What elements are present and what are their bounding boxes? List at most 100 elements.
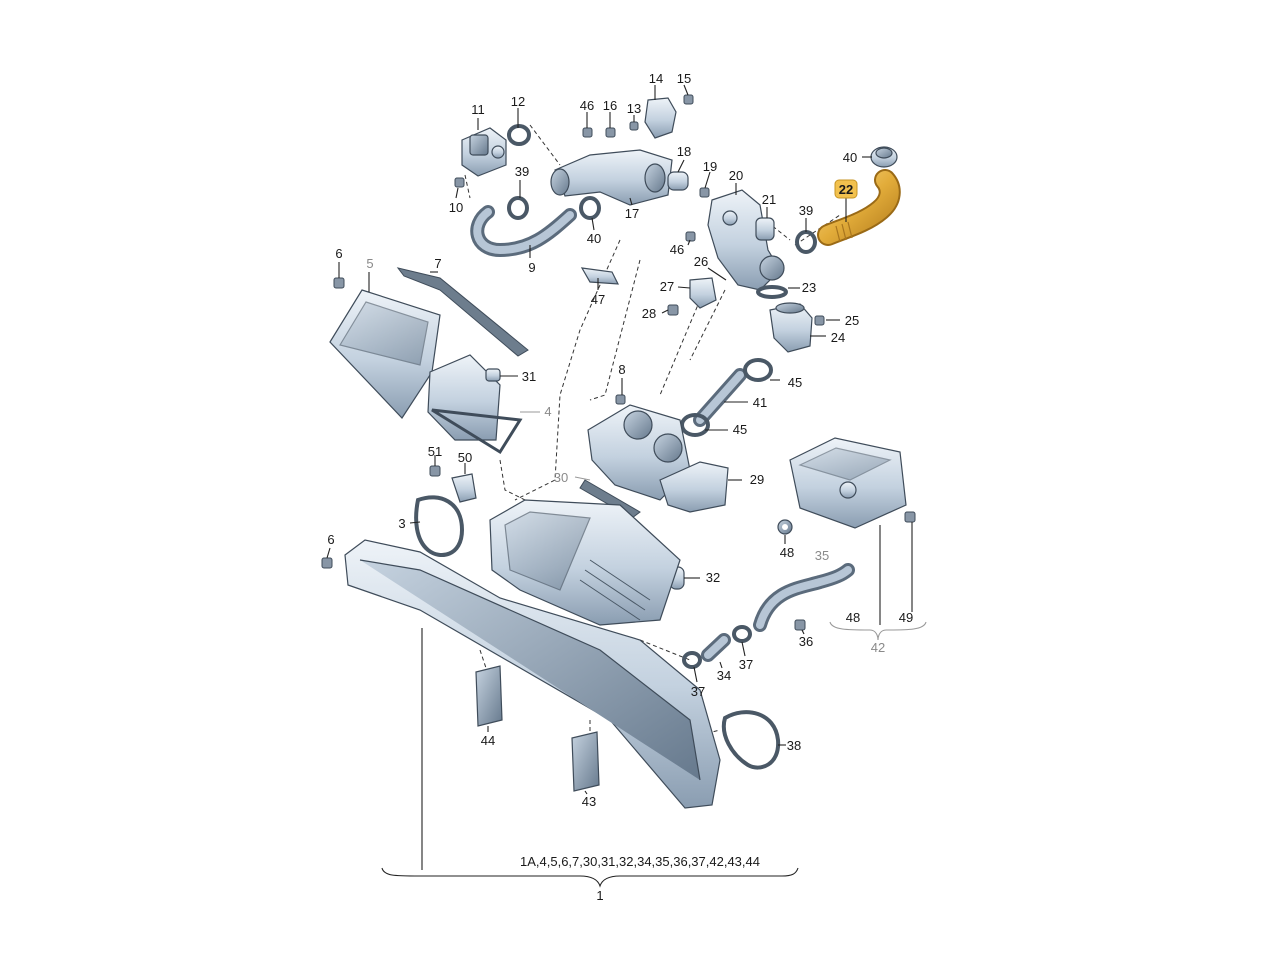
callout-7: 7 [434,256,441,271]
callout-42: 42 [871,640,885,655]
callout-48: 48 [780,545,794,560]
part-41-hose-sleeve [693,368,747,427]
callout-10: 10 [449,200,463,215]
part-40-clamp-left [579,196,601,220]
part-5-filter-cover [329,289,441,419]
callout-37: 37 [739,657,753,672]
callout-44: 44 [481,733,495,748]
part-42-resonator [789,437,907,529]
callout-51: 51 [428,444,442,459]
callout-32: 32 [706,570,720,585]
callout-34: 34 [717,668,731,683]
part-20-housing [707,189,785,291]
callout-6: 6 [327,532,334,547]
part-9-hose [470,205,577,258]
callout-20: 20 [729,168,743,183]
part-47-connector [580,267,620,285]
part-14-sensor [644,97,677,139]
callout-25: 25 [845,313,859,328]
callout-46: 46 [670,242,684,257]
callout-21: 21 [762,192,776,207]
callout-31: 31 [522,369,536,384]
part-23-o-ring [756,285,788,299]
callout-18: 18 [677,144,691,159]
part-18-sleeve [667,171,689,191]
callout-1: 1 [596,888,603,903]
callout-6: 6 [335,246,342,261]
part-48-nut [777,519,793,535]
part-7-gasket [396,267,529,357]
callout-labels: 11 12 46 16 13 14 15 18 19 20 40 22 39 1… [327,71,913,903]
part-29-pipe [659,461,729,513]
part-22-hose-highlighted [817,169,901,246]
part-3-gasket [414,495,465,557]
callout-39: 39 [515,164,529,179]
callout-23: 23 [802,280,816,295]
part-38-gasket [721,710,781,770]
part-34-sleeve [701,633,731,662]
callout-30: 30 [554,470,568,485]
part-44-pad [475,665,503,727]
part-31-plug [485,368,501,382]
callout-3: 3 [398,516,405,531]
callout-5: 5 [366,256,373,271]
callout-40: 40 [587,231,601,246]
callout-39: 39 [799,203,813,218]
part-50-clip [451,473,477,503]
part-24-valve [769,302,813,353]
callout-45: 45 [733,422,747,437]
callout-19: 19 [703,159,717,174]
part-1-air-intake-assembly [344,499,721,809]
callout-9: 9 [528,260,535,275]
callout-36: 36 [799,634,813,649]
bracket-caption: 1A,4,5,6,7,30,31,32,34,35,36,37,42,43,44 [520,854,760,869]
part-39-clamp-right [795,230,817,254]
callout-22-highlighted: 22 [834,179,858,199]
part-39-clamp-left [507,196,529,220]
part-bolts-upper [321,94,916,631]
callout-50: 50 [458,450,472,465]
part-45-clamp-upper [743,358,773,382]
callout-35: 35 [815,548,829,563]
callout-48: 48 [846,610,860,625]
part-37-clamp-a [682,651,702,669]
part-45-clamp-lower [680,413,710,437]
part-27-sensor [689,277,717,309]
callout-24: 24 [831,330,845,345]
callout-12: 12 [511,94,525,109]
callout-27: 27 [660,279,674,294]
callout-16: 16 [603,98,617,113]
callout-45: 45 [788,375,802,390]
callout-43: 43 [582,794,596,809]
part-4-filter-element [427,354,523,455]
leader-lines [326,84,927,888]
parts [321,94,916,809]
part-17-pipe-flange [550,149,673,206]
callout-26: 26 [694,254,708,269]
callout-17: 17 [625,206,639,221]
part-43-pad [571,731,600,792]
callout-14: 14 [649,71,663,86]
callout-49: 49 [899,610,913,625]
callout-47: 47 [591,292,605,307]
callout-38: 38 [787,738,801,753]
callout-13: 13 [627,101,641,116]
part-21-sleeve [755,217,775,241]
part-37-clamp-b [732,625,752,643]
callout-15: 15 [677,71,691,86]
callout-29: 29 [750,472,764,487]
part-40-cap [870,146,898,168]
part-11-valve [461,127,507,177]
callout-40: 40 [843,150,857,165]
callout-8: 8 [618,362,625,377]
callout-41: 41 [753,395,767,410]
part-throttle-body [587,404,691,501]
part-12-o-ring [507,124,531,146]
callout-22: 22 [839,182,853,197]
callout-46: 46 [580,98,594,113]
callout-4: 4 [544,404,551,419]
callout-37: 37 [691,684,705,699]
callout-28: 28 [642,306,656,321]
callout-11: 11 [471,102,485,117]
